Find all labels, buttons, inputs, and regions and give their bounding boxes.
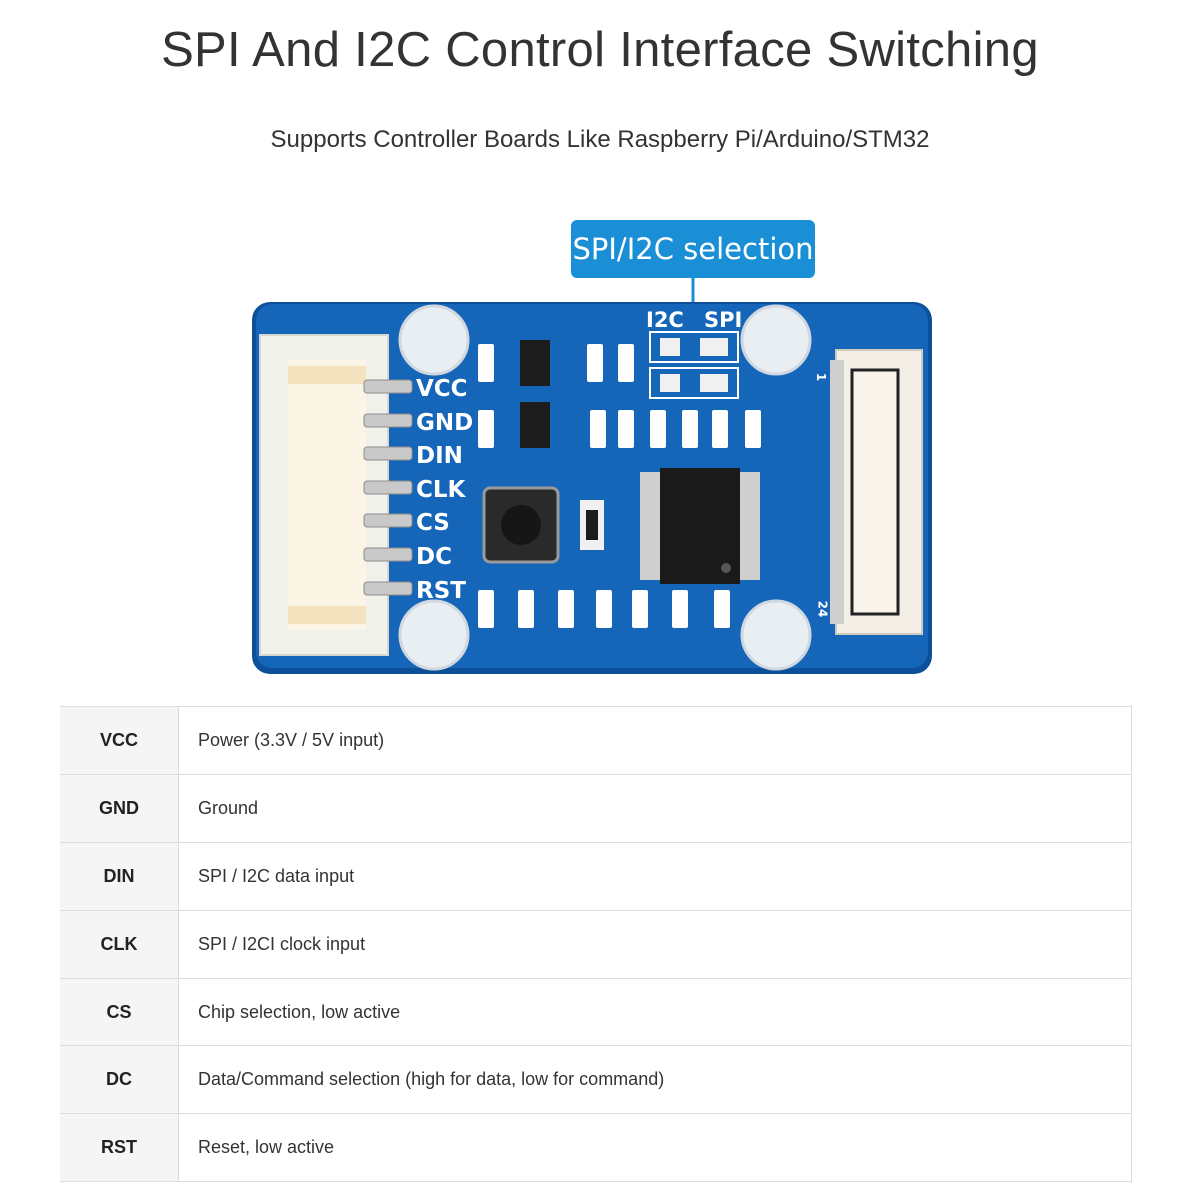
switch-label-i2c: I2C	[646, 308, 684, 332]
fpc-slot	[850, 368, 900, 616]
pin-header-slot-bottom	[288, 606, 366, 624]
switch-label-spi: SPI	[704, 308, 743, 332]
jumper-outline-2	[649, 367, 739, 399]
page-title: SPI And I2C Control Interface Switching	[161, 23, 1039, 77]
ic-pin1-dot	[721, 563, 731, 573]
fpc-pin-first: 1	[814, 372, 829, 382]
pin-header-slot-top	[288, 366, 366, 384]
fpc-pin-last: 24	[815, 600, 830, 618]
mount-hole-tl	[398, 304, 470, 376]
pin-description: Power (3.3V / 5V input)	[178, 706, 1132, 775]
table-row: GND Ground	[60, 773, 1132, 843]
pin-name: VCC	[60, 706, 179, 775]
board-pin-clk: CLK	[416, 477, 466, 503]
regulator-bottom	[520, 402, 550, 448]
mount-hole-tr	[740, 304, 812, 376]
table-row: CLK SPI / I2CI clock input	[60, 909, 1132, 979]
board-illustration: SPI/I2C selection I2C SPI VCC GND DIN CL…	[240, 210, 960, 690]
board-pin-din: DIN	[416, 443, 463, 469]
table-row: VCC Power (3.3V / 5V input)	[60, 706, 1132, 775]
inductor-core	[501, 505, 541, 545]
board-pin-vcc: VCC	[416, 376, 468, 402]
pin-header-legs	[363, 379, 413, 596]
pin-description: Ground	[178, 773, 1132, 843]
pin-name: CS	[60, 977, 179, 1047]
pin-header-slot	[288, 360, 366, 630]
board-pin-dc: DC	[416, 544, 452, 570]
jumper-pad-2a	[660, 374, 680, 392]
pin-description: Data/Command selection (high for data, l…	[178, 1045, 1132, 1115]
diode-mark	[586, 510, 598, 540]
pin-name: DC	[60, 1045, 179, 1115]
spi-i2c-selection-callout: SPI/I2C selection	[571, 220, 815, 278]
board-drawing	[252, 278, 932, 674]
board-pin-rst: RST	[416, 578, 466, 604]
table-row: CS Chip selection, low active	[60, 977, 1132, 1047]
pin-description: Chip selection, low active	[178, 977, 1132, 1047]
mount-hole-bl	[398, 599, 470, 671]
table-row: DIN SPI / I2C data input	[60, 841, 1132, 911]
page-subtitle: Supports Controller Boards Like Raspberr…	[270, 126, 930, 153]
regulator-top	[520, 340, 550, 386]
board-pin-gnd: GND	[416, 410, 474, 436]
pin-name: GND	[60, 773, 179, 843]
board-pin-cs: CS	[416, 510, 450, 536]
pin-name: DIN	[60, 841, 179, 911]
fpc-contacts	[830, 360, 844, 624]
table-row: RST Reset, low active	[60, 1113, 1132, 1183]
passive-components	[478, 344, 761, 628]
jumper-pad-1a	[660, 338, 680, 356]
jumper-pad-2b	[700, 374, 728, 392]
pin-description: SPI / I2CI clock input	[178, 909, 1132, 979]
pin-description: SPI / I2C data input	[178, 841, 1132, 911]
pin-name: RST	[60, 1113, 179, 1183]
pin-name: CLK	[60, 909, 179, 979]
jumper-outline-1	[649, 331, 739, 363]
jumper-pad-1b	[700, 338, 728, 356]
pin-description-table: VCC Power (3.3V / 5V input) GND Ground D…	[60, 706, 1132, 1183]
pin-description: Reset, low active	[178, 1113, 1132, 1183]
mount-hole-br	[740, 599, 812, 671]
table-row: DC Data/Command selection (high for data…	[60, 1045, 1132, 1115]
